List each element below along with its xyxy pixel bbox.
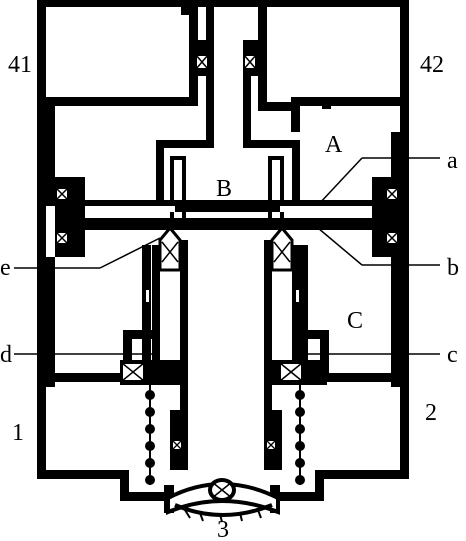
upper-stem — [156, 7, 300, 200]
label-callout-b: b — [447, 255, 459, 281]
label-port-41: 41 — [8, 52, 32, 78]
label-callout-e: e — [0, 255, 11, 281]
exhaust-poppet — [166, 478, 280, 523]
valve-sleeve — [142, 240, 308, 470]
label-port-1: 1 — [12, 420, 24, 446]
label-port-2: 2 — [425, 400, 437, 426]
label-callout-a: a — [447, 148, 458, 174]
lower-seal-blocks — [120, 360, 327, 385]
label-chamber-a: A — [325, 132, 343, 158]
upper-seals — [195, 40, 261, 76]
valve-housing — [37, 0, 409, 513]
port-42-passage — [258, 7, 400, 132]
return-springs — [145, 385, 305, 485]
diaphragm-seals — [55, 187, 399, 245]
label-port-3: 3 — [217, 517, 229, 541]
poppet-seals — [158, 225, 294, 272]
chamber-a-walls — [46, 106, 400, 206]
label-callout-c: c — [447, 342, 458, 368]
lower-walls — [46, 257, 400, 387]
label-callout-d: d — [0, 342, 12, 368]
label-chamber-b: B — [216, 176, 232, 202]
port-41-passage — [46, 7, 198, 106]
callout-leaders — [14, 157, 440, 355]
leader-b-slant — [317, 227, 363, 266]
diagram-labels: 41 42 A B C a b c d e 1 2 3 — [0, 52, 459, 541]
leader-a-slant — [317, 157, 363, 206]
sleeve-seals — [170, 410, 282, 470]
label-chamber-c: C — [347, 308, 363, 334]
label-port-42: 42 — [420, 52, 444, 78]
leader-e-slant — [99, 237, 161, 269]
